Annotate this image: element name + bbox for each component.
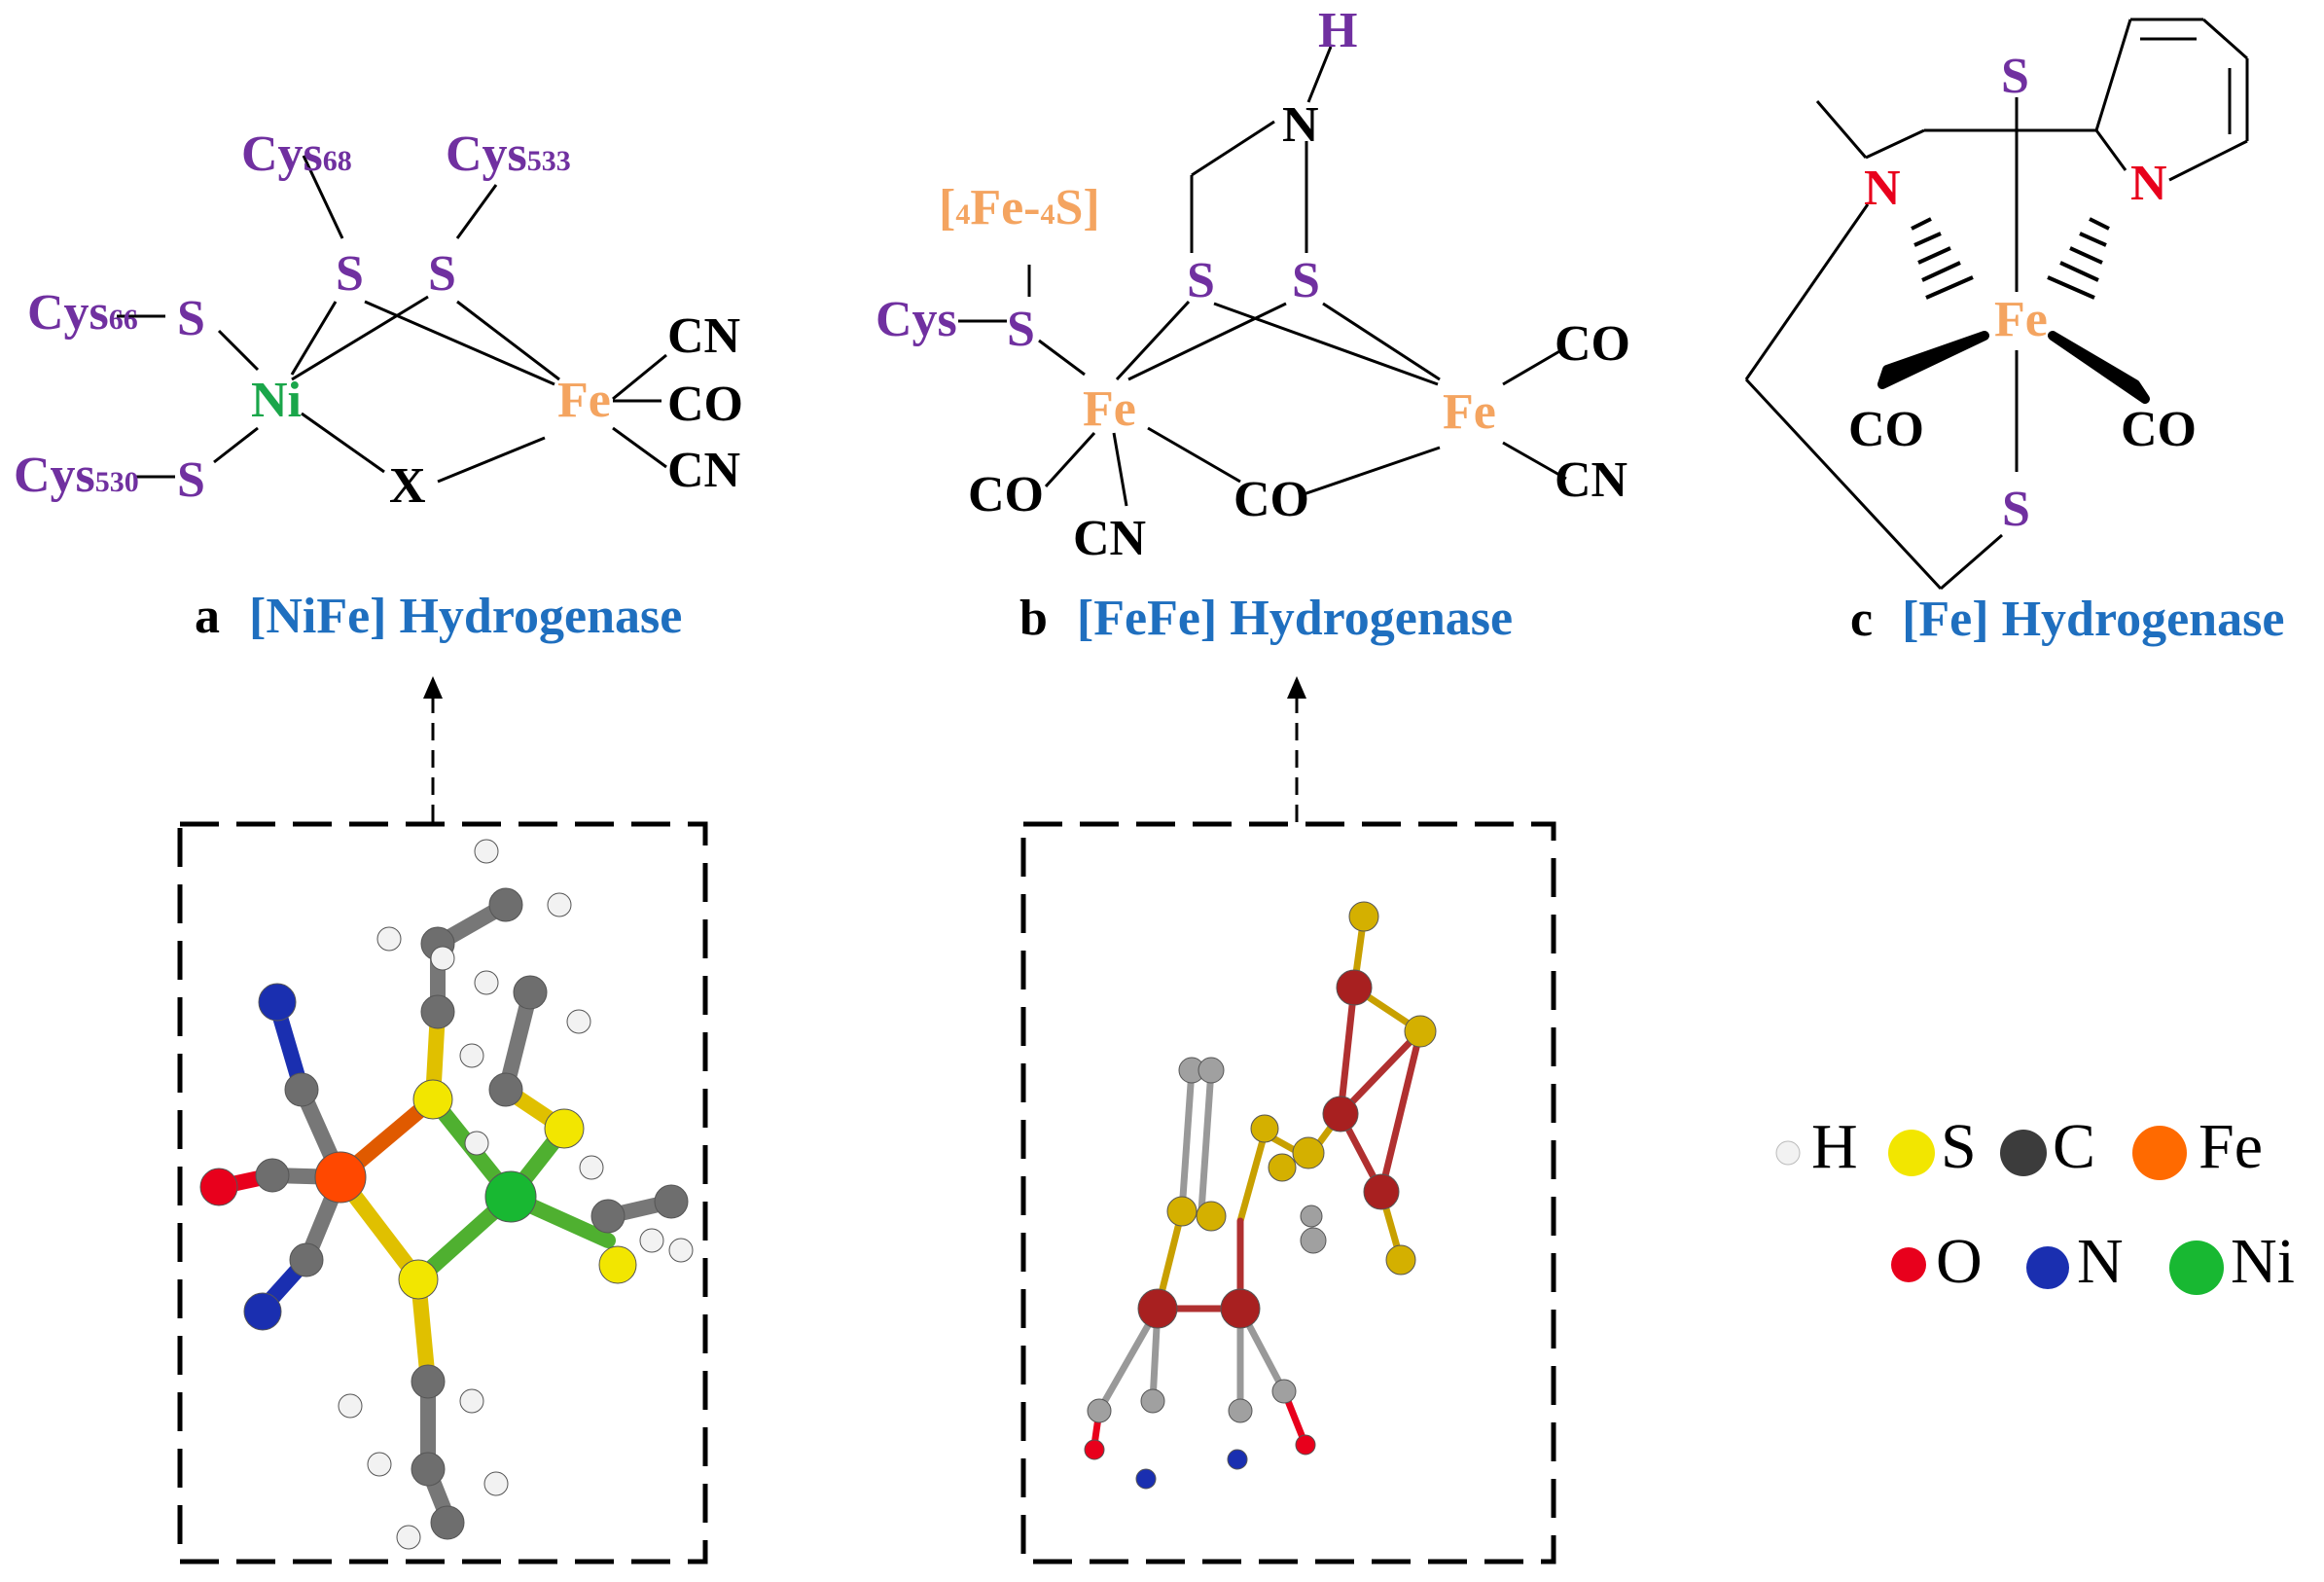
x-ligand: X	[389, 458, 426, 514]
s-atom: S	[428, 246, 456, 302]
iron-sulfur-cluster-label: [4Fe-4S]	[939, 180, 1100, 235]
nickel-atom: Ni	[251, 373, 302, 428]
s-atom: S	[336, 246, 364, 302]
iron-atom: Fe	[557, 373, 611, 428]
legend-label: Ni	[2231, 1226, 2295, 1297]
iron-atom: Fe	[1443, 384, 1496, 440]
s-atom: S	[1292, 253, 1320, 308]
iron-atom: Fe	[1994, 292, 2048, 347]
panel-a-caption: a[NiFe] Hydrogenase	[195, 589, 682, 644]
panel-b-structure	[958, 46, 1567, 507]
cys66-label: Cys66	[27, 285, 138, 341]
s-atom: S	[1187, 253, 1215, 308]
co-ligand: CO	[667, 377, 743, 432]
panel-c-structure	[1744, 18, 2249, 591]
nife-3d-model-box	[177, 821, 708, 1564]
cys533-label: Cys533	[446, 126, 571, 182]
panel-a-labels: Cys68 Cys533 Cys66 Cys530 S S S S Ni Fe …	[14, 126, 743, 514]
panel-c-labels: S N N Fe CO CO S	[1848, 49, 2197, 537]
legend-item-h: H	[1775, 1111, 1858, 1182]
co-ligand: CO	[1848, 402, 1924, 457]
h-atom: H	[1318, 3, 1357, 58]
arrow-to-panel-b	[1287, 676, 1306, 822]
n-atom: N	[2130, 156, 2167, 211]
arrow-to-panel-a	[423, 676, 443, 822]
s-atom: S	[177, 291, 205, 346]
s-atom: S	[1007, 302, 1035, 357]
atom-color-legend: H S C Fe O N Ni	[1775, 1111, 2295, 1297]
panel-a-structure	[117, 155, 667, 484]
s-atom: S	[2002, 482, 2030, 537]
co-ligand: CO	[1555, 316, 1630, 372]
co-ligand: CO	[2121, 402, 2197, 457]
legend-label: Fe	[2199, 1111, 2263, 1182]
iron-atom: Fe	[1083, 381, 1136, 437]
legend-item-fe: Fe	[2132, 1111, 2263, 1182]
legend-item-o: O	[1891, 1226, 1983, 1297]
s-atom: S	[2001, 49, 2029, 104]
legend-label: O	[1936, 1226, 1983, 1297]
panel-c-caption: c[Fe] Hydrogenase	[1850, 592, 2284, 647]
nife-3d-model	[199, 839, 694, 1550]
cn-ligand: CN	[1073, 511, 1146, 566]
co-ligand: CO	[968, 467, 1044, 522]
s-atom: S	[177, 452, 205, 508]
cn-ligand: CN	[1555, 452, 1627, 508]
legend-label: C	[2053, 1111, 2095, 1182]
legend-item-n: N	[2026, 1226, 2124, 1297]
panel-b-caption: b[FeFe] Hydrogenase	[1019, 591, 1513, 646]
cys68-label: Cys68	[241, 126, 352, 182]
co-bridge-ligand: CO	[1234, 472, 1309, 527]
cn-ligand: CN	[667, 308, 740, 364]
n-atom: N	[1282, 97, 1319, 153]
cys530-label: Cys530	[14, 448, 139, 503]
panel-b-labels: H N [4Fe-4S] Cys S S S Fe Fe CO CN CO CO…	[876, 3, 1630, 566]
fefe-3d-model-box	[1020, 821, 1556, 1564]
legend-item-c: C	[2000, 1111, 2095, 1182]
legend-label: S	[1941, 1111, 1977, 1182]
legend-item-ni: Ni	[2169, 1226, 2295, 1297]
cn-ligand: CN	[667, 443, 740, 498]
n-atom: N	[1864, 161, 1901, 216]
legend-label: H	[1811, 1111, 1858, 1182]
cys-label: Cys	[876, 292, 957, 347]
fefe-3d-model	[1084, 901, 1437, 1490]
legend-label: N	[2077, 1226, 2124, 1297]
legend-item-s: S	[1888, 1111, 1977, 1182]
